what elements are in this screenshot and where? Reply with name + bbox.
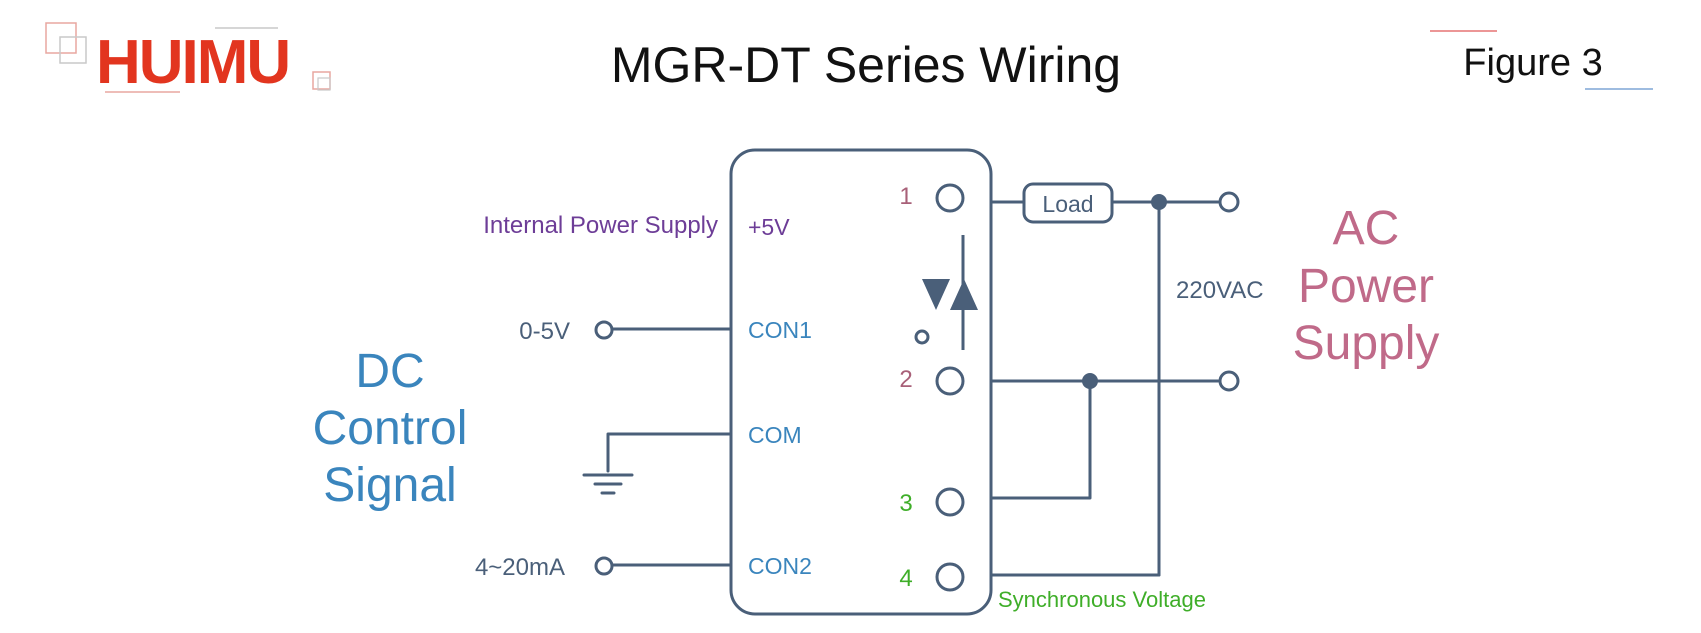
pin-label-com: COM xyxy=(748,422,802,448)
triac-gate-terminal xyxy=(914,329,930,345)
ac-title-line-3: Supply xyxy=(1293,317,1440,370)
input-4-20ma-terminal xyxy=(594,556,614,576)
dc-title-line-1: DC xyxy=(355,345,424,398)
terminal-number-3: 3 xyxy=(899,490,912,517)
pin-label-5v: +5V xyxy=(748,214,790,240)
input-0-5v-label: 0-5V xyxy=(519,318,570,345)
junction-dot xyxy=(1151,194,1167,210)
terminal-3 xyxy=(935,487,965,517)
logo-square-decoration xyxy=(59,36,87,64)
ac-title-line-2: Power xyxy=(1298,260,1434,313)
pin-label-con2: CON2 xyxy=(748,553,812,579)
internal-power-label: Internal Power Supply xyxy=(483,212,718,239)
triac-symbol xyxy=(914,235,978,350)
terminal-number-4: 4 xyxy=(899,565,912,592)
terminal-number-1: 1 xyxy=(899,183,912,210)
module-terminals xyxy=(935,183,965,592)
input-4-20ma-label: 4~20mA xyxy=(475,554,565,581)
junction-dot xyxy=(1082,373,1098,389)
sync-voltage-label: Synchronous Voltage xyxy=(998,587,1206,612)
logo-square-decoration xyxy=(45,22,77,54)
dc-title-line-2: Control xyxy=(313,402,468,455)
logo-wordmark: HUIMU xyxy=(96,28,289,97)
dc-title-line-3: Signal xyxy=(323,459,456,512)
wire-t3-t2 xyxy=(989,379,1092,500)
input-0-5v-terminal xyxy=(594,320,614,340)
terminal-number-2: 2 xyxy=(899,366,912,393)
ac-terminal-bottom xyxy=(1218,370,1240,392)
module-body xyxy=(729,148,993,616)
load-label: Load xyxy=(1042,191,1093,217)
pin-label-con1: CON1 xyxy=(748,317,812,343)
ac-title-line-1: AC xyxy=(1333,202,1400,255)
terminal-2 xyxy=(935,366,965,396)
logo-square-decoration xyxy=(312,71,331,90)
open-terminals xyxy=(594,191,1240,576)
wire-com-ground xyxy=(606,432,733,473)
load-box xyxy=(1022,182,1114,224)
terminal-4 xyxy=(935,562,965,592)
page-title: MGR-DT Series Wiring xyxy=(611,37,1121,93)
huimu-logo: HUIMU xyxy=(45,22,331,97)
terminal-1 xyxy=(935,183,965,213)
triac-triangle-down xyxy=(922,279,950,310)
voltage-label: 220VAC xyxy=(1176,277,1264,304)
ac-terminal-top xyxy=(1218,191,1240,213)
dc-control-signal-title: DC Control Signal xyxy=(313,345,468,512)
ac-power-supply-title: AC Power Supply xyxy=(1293,202,1440,370)
figure-label: Figure 3 xyxy=(1463,42,1602,84)
logo-square-decoration xyxy=(317,77,331,91)
